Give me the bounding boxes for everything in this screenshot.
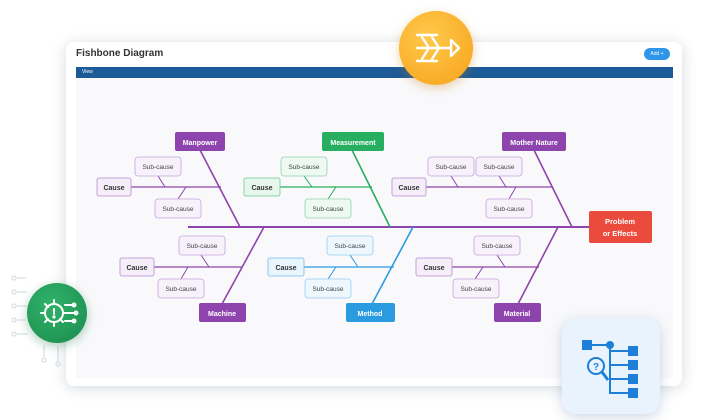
window-title: Fishbone Diagram	[76, 48, 164, 59]
subcause-label: Sub-cause	[435, 164, 466, 171]
cause-box[interactable]: Cause	[243, 177, 281, 197]
cause-label: Cause	[423, 265, 444, 272]
fishbone-badge	[399, 11, 473, 85]
cause-box[interactable]: Cause	[415, 257, 453, 277]
view-menu-label[interactable]: View	[82, 69, 93, 75]
subcause-label: Sub-cause	[312, 286, 343, 293]
bone-machine	[221, 226, 265, 305]
subcause-box[interactable]: Sub-cause	[134, 156, 182, 177]
category-method[interactable]: Method	[346, 303, 395, 322]
subcause-label: Sub-cause	[142, 164, 173, 171]
question-tree-icon: ?	[582, 340, 638, 398]
subcause-label: Sub-cause	[288, 164, 319, 171]
view-menu-bar[interactable]: View	[76, 67, 673, 78]
category-method-label: Method	[358, 311, 383, 318]
effect-label-line2: or Effects	[603, 229, 638, 238]
category-mother-nature-label: Mother Nature	[510, 140, 558, 147]
settings-badge	[27, 283, 87, 343]
category-mother-nature[interactable]: Mother Nature	[502, 132, 566, 151]
category-measurement[interactable]: Measurement	[322, 132, 384, 151]
subcause-box[interactable]: Sub-cause	[304, 278, 352, 299]
cause-label: Cause	[251, 185, 272, 192]
cause-box[interactable]: Cause	[267, 257, 305, 277]
subcause-box[interactable]: Sub-cause	[485, 198, 533, 219]
bone-material	[517, 226, 559, 305]
category-material[interactable]: Material	[494, 303, 541, 322]
cause-label: Cause	[275, 265, 296, 272]
subcause-box[interactable]: Sub-cause	[280, 156, 328, 177]
category-measurement-label: Measurement	[330, 140, 376, 147]
subcause-label: Sub-cause	[186, 243, 217, 250]
add-button[interactable]: Add +	[644, 48, 670, 60]
subcause-box[interactable]: Sub-cause	[304, 198, 352, 219]
category-manpower-label: Manpower	[183, 140, 218, 147]
subcause-label: Sub-cause	[481, 243, 512, 250]
subcause-box[interactable]: Sub-cause	[157, 278, 205, 299]
category-machine[interactable]: Machine	[199, 303, 246, 322]
question-tree-badge: ?	[562, 318, 660, 414]
subcause-label: Sub-cause	[483, 164, 514, 171]
subcause-label: Sub-cause	[162, 206, 193, 213]
category-material-label: Material	[504, 311, 531, 318]
subcause-box[interactable]: Sub-cause	[427, 156, 475, 177]
category-machine-label: Machine	[208, 311, 236, 318]
cause-label: Cause	[126, 265, 147, 272]
subcause-box[interactable]: Sub-cause	[475, 156, 523, 177]
effect-box[interactable]: Problem or Effects	[589, 211, 652, 243]
subcause-label: Sub-cause	[312, 206, 343, 213]
cause-box[interactable]: Cause	[119, 257, 155, 277]
svg-text:?: ?	[593, 362, 599, 373]
cause-box[interactable]: Cause	[391, 177, 427, 197]
category-manpower[interactable]: Manpower	[175, 132, 225, 151]
subcause-label: Sub-cause	[460, 286, 491, 293]
cause-box[interactable]: Cause	[96, 177, 132, 197]
cause-label: Cause	[398, 185, 419, 192]
subcause-box[interactable]: Sub-cause	[154, 198, 202, 219]
bone-manpower	[199, 149, 241, 228]
subcause-box[interactable]: Sub-cause	[178, 235, 226, 256]
subcause-box[interactable]: Sub-cause	[473, 235, 521, 256]
cause-label: Cause	[103, 185, 124, 192]
subcause-label: Sub-cause	[334, 243, 365, 250]
subcause-label: Sub-cause	[165, 286, 196, 293]
bone-mother-nature	[533, 149, 573, 228]
subcause-box[interactable]: Sub-cause	[452, 278, 500, 299]
bone-method	[371, 226, 414, 305]
bone-measurement	[351, 149, 391, 228]
fishbone-icon	[415, 33, 461, 63]
effect-label-line1: Problem	[605, 217, 635, 226]
settings-chip-icon	[40, 299, 79, 327]
subcause-box[interactable]: Sub-cause	[326, 235, 374, 256]
subcause-label: Sub-cause	[493, 206, 524, 213]
